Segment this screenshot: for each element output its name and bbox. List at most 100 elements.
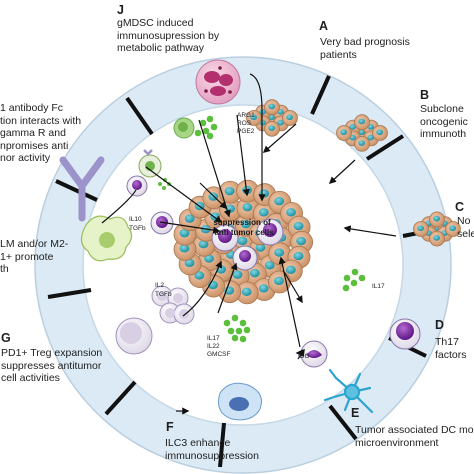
clusterB-cell-nucleus [358,140,365,146]
tumor-cell-nucleus [293,251,304,261]
factor-pge2: PGE2 [237,128,255,135]
label-j: gMDSC induced immunosupression by metabo… [117,17,219,55]
tumor-cell-nucleus [224,186,235,196]
gmdsc-cell [195,59,241,105]
tumor-cell-nucleus [285,265,296,274]
gmdsc-secretion-cell [173,117,195,139]
tumor-cell-nucleus [274,248,285,257]
clusterA-cell-nucleus [268,103,275,110]
dc-ido-cell [300,340,328,368]
clusterA-cell-nucleus [250,114,257,121]
label-e-line-2: microenvironment [355,436,439,449]
label-g-line-1: PD1+ Treg expansion [1,347,103,359]
antibody-icon [59,156,105,222]
tumor-cell-nucleus [274,196,285,206]
factor-il17-th17: IL17 [372,283,385,290]
clusterB-cell-nucleus [376,129,383,136]
tumor-cell-nucleus [264,261,275,270]
tumor-cell-nucleus [179,228,190,238]
factor-il2: IL2 [155,282,164,289]
letter-c: C [455,200,465,214]
label-a-line-2: patients [320,48,357,61]
clusterA-cell-nucleus [268,125,275,131]
arrow-a [262,123,297,153]
label-i-line-3: th [0,263,9,275]
arrow-j2 [198,119,231,218]
factor-tgfb-treg: TGFb [155,291,172,298]
arrow-f [217,262,238,314]
th17-factor-dots [342,268,366,292]
factor-ros: ROS [237,120,252,127]
tumor-cell-nucleus [232,270,243,279]
clusterC-cell-nucleus [417,225,424,232]
label-b: Subclone oncogenic immunoth [420,103,468,141]
clusterB-cell-nucleus [349,124,356,130]
tumor-cell-nucleus [249,268,260,278]
arrow-c [343,225,397,237]
suppressed-immune-cells [211,218,284,271]
factor-il10: IL10 [129,216,142,223]
label-e-line-1: Tumor associated DC mod [355,424,474,436]
letter-a: A [319,19,329,33]
arrow-j3 [236,114,250,197]
tumor-cell-nucleus [259,189,270,198]
arrow-g [182,260,223,317]
label-b-line-2: oncogenic [420,115,468,128]
label-d-line-1: Th17 [435,336,459,348]
dendritic-cell [323,368,374,414]
ilc3-factor-dots [223,314,251,343]
letter-g: G [1,331,11,345]
arrow-h [145,166,223,223]
arrow-i-out [199,182,228,209]
factor-arg1: ARG1 [237,112,255,119]
factor-ido: IDO [298,353,310,360]
label-g-line-3: cell activities [1,372,60,384]
tumor-cell-nucleus [258,284,269,293]
label-f: ILC3 enhance immunosuppression [165,437,259,462]
label-g-line-2: suppresses antitumor [1,359,102,372]
antibody-bound-cell [126,149,171,197]
tumor-cell-nucleus [296,236,307,246]
clusterC-cell-nucleus [433,215,440,222]
clusterA-cell-nucleus [286,114,293,121]
tumor-cell-nucleus [240,219,251,229]
tumor-cell-nucleus [179,244,190,253]
letter-j: J [117,3,124,17]
letter-d: D [435,318,445,332]
label-d-line-2: factors [435,348,467,361]
th17-cell [389,318,421,350]
macrophage-cell [80,215,133,262]
label-h-line-2: tion interacts with [0,114,82,127]
ring-dividers [47,75,445,468]
label-h-line-5: nor activity [0,152,51,164]
ilc3-cell [218,382,262,421]
tumor-cell-nucleus [242,202,253,212]
letter-b: B [420,88,430,102]
clusterC-cell-nucleus [449,225,456,232]
label-i-line-1: LM and/or M2- [0,238,69,250]
label-h: 1 antibody Fc tion interacts with gamma … [0,102,81,165]
tumor-cell-nucleus [273,276,284,286]
arrow-ab-antibody [101,189,137,224]
label-b-line-1: Subclone [420,103,464,115]
center-label-line-2: anti tumor cells [214,228,274,237]
cluster-b [336,114,388,152]
label-j-line-1: gMDSC induced [117,17,194,29]
label-h-line-4: npromises anti [0,139,69,152]
factor-tgfb-mac: TGFb [129,225,146,232]
arrows [101,73,397,415]
arrow-j [249,73,266,202]
tumor-cell-nucleus [194,271,205,280]
clusterA-cell-nucleus [277,119,284,126]
letter-e: E [351,406,360,420]
clusterB-cell-nucleus [340,129,347,136]
arrow-b [328,159,356,184]
label-c: No sele [457,215,474,240]
cluster-a [246,99,298,137]
treg-expansion-cells [151,285,195,325]
label-g: PD1+ Treg expansion suppresses antitumor… [1,347,102,385]
label-i-line-2: 1+ promote [0,250,54,263]
tumor-cell-nucleus [184,258,195,268]
tumor-cell-nucleus [237,236,248,246]
